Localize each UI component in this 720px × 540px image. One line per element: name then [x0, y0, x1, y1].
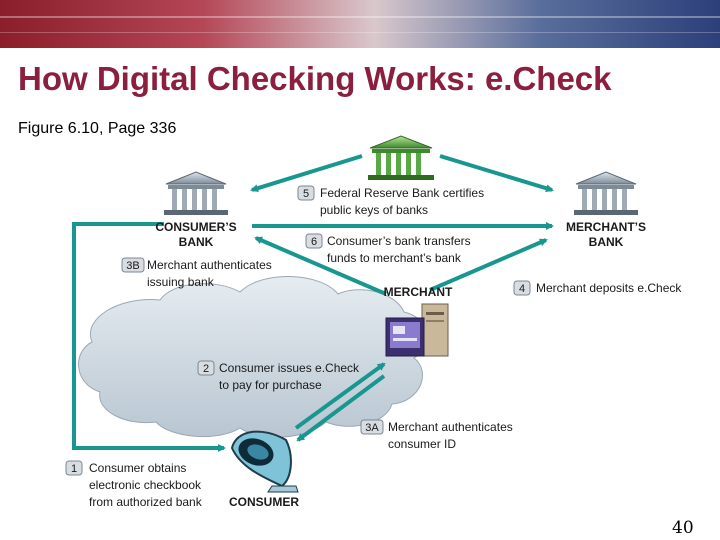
- step-text: Consumer’s bank transfers: [327, 234, 471, 248]
- consumers-bank-icon: [164, 171, 228, 215]
- merchant-label: MERCHANT: [384, 285, 453, 299]
- arrow-2: [294, 362, 386, 430]
- slide-title: How Digital Checking Works: e.Check: [18, 60, 612, 97]
- consumers-bank-label-2: BANK: [179, 235, 214, 249]
- consumer-label: CONSUMER: [229, 495, 299, 509]
- step-text: consumer ID: [388, 437, 456, 451]
- step-text: to pay for purchase: [219, 378, 322, 392]
- step-number: 1: [71, 463, 77, 475]
- node-labels: CONSUMER’S BANK MERCHANT’S BANK MERCHANT…: [155, 220, 646, 509]
- consumer-computer-icon: [230, 430, 299, 493]
- step-number-badge: [121, 257, 145, 273]
- step-number: 3B: [126, 260, 139, 272]
- step-number-badge: [513, 280, 531, 296]
- step-text: Merchant authenticates: [147, 258, 272, 272]
- banner-stripe: [0, 32, 720, 33]
- step-number: 4: [519, 283, 525, 295]
- step-3b: 3B Merchant authenticates issuing bank: [121, 257, 272, 289]
- consumers-bank-label-1: CONSUMER’S: [155, 220, 236, 234]
- step-text: Consumer obtains: [89, 461, 186, 475]
- step-number: 5: [303, 188, 309, 200]
- step-text: Merchant authenticates: [388, 420, 513, 434]
- federal-reserve-bank-icon: [368, 135, 434, 180]
- arrow-3a: [296, 374, 386, 442]
- arrow-1: [72, 222, 226, 452]
- step-number-badge: [65, 460, 83, 476]
- step-1: 1 Consumer obtains electronic checkbook …: [65, 460, 203, 509]
- merchants-bank-icon: [574, 171, 638, 215]
- step-text: Merchant deposits e.Check: [536, 281, 682, 295]
- step-4: 4 Merchant deposits e.Check: [513, 280, 682, 296]
- merchants-bank-label-1: MERCHANT’S: [566, 220, 646, 234]
- step-text: from authorized bank: [89, 495, 203, 509]
- step-text: Consumer issues e.Check: [219, 361, 360, 375]
- step-5: 5 Federal Reserve Bank certifies public …: [297, 185, 484, 217]
- step-number-badge: [197, 360, 215, 376]
- step-number-badge: [360, 419, 384, 435]
- flow-arrows: [72, 154, 554, 452]
- step-text: public keys of banks: [320, 203, 428, 217]
- arrow-4: [429, 238, 548, 292]
- step-number-badge: [297, 185, 315, 201]
- merchant-computer-icon: [385, 303, 449, 357]
- step-number: 3A: [365, 422, 379, 434]
- page-number: 40: [672, 518, 694, 538]
- figure-caption: Figure 6.10, Page 336: [18, 120, 177, 137]
- step-3a: 3A Merchant authenticates consumer ID: [360, 419, 513, 451]
- step-6: 6 Consumer’s bank transfers funds to mer…: [305, 233, 471, 265]
- step-text: Federal Reserve Bank certifies: [320, 186, 484, 200]
- step-2: 2 Consumer issues e.Check to pay for pur…: [197, 360, 360, 392]
- step-text: funds to merchant’s bank: [327, 251, 462, 265]
- step-number: 6: [311, 236, 317, 248]
- internet-cloud: [78, 276, 428, 438]
- header-banner: [0, 0, 720, 48]
- step-number-badge: [305, 233, 323, 249]
- step-number: 2: [203, 363, 209, 375]
- banner-stripe: [0, 16, 720, 18]
- arrow-5-left: [250, 154, 363, 193]
- arrow-3b: [254, 236, 387, 296]
- merchants-bank-label-2: BANK: [589, 235, 624, 249]
- arrow-5-right: [439, 154, 554, 193]
- step-text: issuing bank: [147, 275, 215, 289]
- step-text: electronic checkbook: [89, 478, 202, 492]
